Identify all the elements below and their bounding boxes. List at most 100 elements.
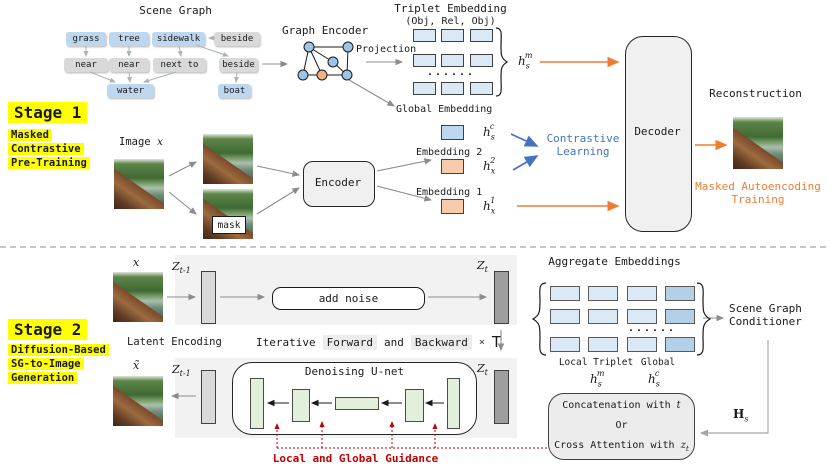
latent-encoding-label: Latent Encoding <box>127 336 222 348</box>
zt1-base: Z <box>172 363 180 376</box>
agg-cell <box>627 309 657 324</box>
zt1-top-label: Zt-1 <box>172 260 191 275</box>
hsm-sup: m <box>596 369 605 378</box>
contrastive-line: Contrastive <box>546 132 620 145</box>
z-sub: t <box>685 444 689 453</box>
stage2-subtitle-line: SG-to-Image <box>8 358 84 370</box>
global-label: Global <box>640 357 676 368</box>
stage2-subtitle-line: Diffusion-Based <box>8 344 109 356</box>
sg-node-near-2: near <box>109 58 149 72</box>
zt-latent-bar <box>494 271 509 324</box>
aggregate-right-brace <box>696 282 712 356</box>
triplet-dots: ...... <box>426 67 476 78</box>
hsm-sup: m <box>524 51 533 60</box>
sg-node-near-1: near <box>64 58 108 72</box>
embedding2-box <box>441 159 464 174</box>
triplet-cell <box>413 54 436 67</box>
agg-cell-global <box>665 337 695 352</box>
input-photo <box>114 159 164 209</box>
stage1-badge: Stage 1 <box>8 102 88 123</box>
zt1-sub: t-1 <box>179 369 191 379</box>
aggregate-left-brace <box>531 282 547 356</box>
conditioner-line: Conditioner <box>729 314 802 328</box>
sg-node-beside-1: beside <box>214 32 260 46</box>
reconstruction-photo <box>733 117 783 169</box>
and-word: and <box>383 335 404 349</box>
hsc-sub: s <box>490 132 495 142</box>
global-embedding-label: Global Embedding <box>396 104 493 115</box>
embedding1-label: Embedding 1 <box>416 187 483 198</box>
zt1-sub: t-1 <box>179 266 191 276</box>
zt-base: Z <box>477 362 485 375</box>
sg-node-sidewalk: sidewalk <box>152 32 205 46</box>
iterative-caption: Iterative Forward and Backward × T <box>256 333 501 351</box>
concat-line2: Or <box>615 420 628 431</box>
zt1-base: Z <box>172 260 180 273</box>
hx1-base: h <box>483 199 491 213</box>
hsc-sup: c <box>654 369 660 378</box>
global-embedding-box <box>441 125 464 140</box>
triplet-cell <box>441 29 464 42</box>
mae-line: Training <box>731 192 785 206</box>
hsm-base: h <box>518 54 526 68</box>
decoder-box: Decoder <box>625 36 692 232</box>
hsc-sub: s <box>655 379 660 389</box>
backward-word: Backward <box>410 334 472 350</box>
iterative-word: Iterative <box>256 335 316 349</box>
Hs-label: Hs <box>733 407 748 423</box>
image-x-label: Image x <box>119 136 163 148</box>
hx1-sup: 1 <box>490 196 496 205</box>
guidance-label: Local and Global Guidance <box>272 452 439 465</box>
scene-graph-title: Scene Graph <box>139 4 212 17</box>
scene-graph-conditioner-label: Scene Graph Conditioner <box>729 302 802 328</box>
contrastive-arrows <box>510 133 539 171</box>
unet-layer <box>447 378 460 429</box>
triplet-cell <box>413 82 436 95</box>
unet-layer <box>405 389 424 422</box>
Hs-sub: s <box>744 414 749 424</box>
hsm-sub: s <box>597 379 602 389</box>
stage1-subtitle-line: Masked <box>8 129 52 141</box>
stage2-subtitle-line: Generation <box>8 372 78 384</box>
triplet-subtitle: (Obj, Rel, Obj) <box>405 16 496 27</box>
triplet-cell <box>441 54 464 67</box>
sg-node-water: water <box>107 84 154 98</box>
z-var: z <box>680 440 686 451</box>
stage1-subtitle: Masked Contrastive Pre-Training <box>8 129 90 171</box>
image-var: x <box>156 136 163 148</box>
image-word: Image <box>119 136 151 148</box>
xtilde-label: x̃ <box>133 359 140 372</box>
unet-bottleneck <box>335 397 379 410</box>
embedding1-box <box>441 199 464 214</box>
embedding2-label: Embedding 2 <box>416 147 483 158</box>
denoising-unet-label: Denoising U-net <box>304 365 405 378</box>
decoder-label: Decoder <box>634 125 681 138</box>
contrastive-line: Learning <box>556 144 610 158</box>
stage2-input-photo <box>113 272 163 322</box>
hsm2-label: hsm <box>590 369 609 389</box>
stage2-badge: Stage 2 <box>8 319 88 340</box>
x-label: x <box>133 256 140 269</box>
agg-dots: ...... <box>627 323 677 334</box>
add-noise-box: add noise <box>272 287 425 310</box>
masked-photo: mask <box>203 189 253 239</box>
graph-encoder-glyph <box>297 41 354 81</box>
agg-cell <box>588 286 618 301</box>
mask-patch: mask <box>212 216 246 234</box>
stage1-subtitle-line: Pre-Training <box>8 157 90 169</box>
projection-label: Projection <box>356 44 417 55</box>
triplet-cell <box>470 29 493 42</box>
triplet-brace <box>495 27 509 97</box>
zt-bottom-label: Zt <box>477 362 488 377</box>
triplet-title: Triplet Embedding <box>394 2 507 15</box>
Hs-base: H <box>733 407 745 421</box>
agg-cell <box>588 337 618 352</box>
concat-line3-text: Cross Attention with <box>554 440 681 451</box>
sg-node-boat: boat <box>218 84 251 98</box>
agg-cell <box>550 337 580 352</box>
mae-line: Masked Autoencoding <box>695 180 821 193</box>
forward-word: Forward <box>322 334 377 350</box>
triplet-cell <box>470 82 493 95</box>
conditioner-line: Scene Graph <box>729 302 802 315</box>
hx2-label: hx2 <box>483 156 500 175</box>
